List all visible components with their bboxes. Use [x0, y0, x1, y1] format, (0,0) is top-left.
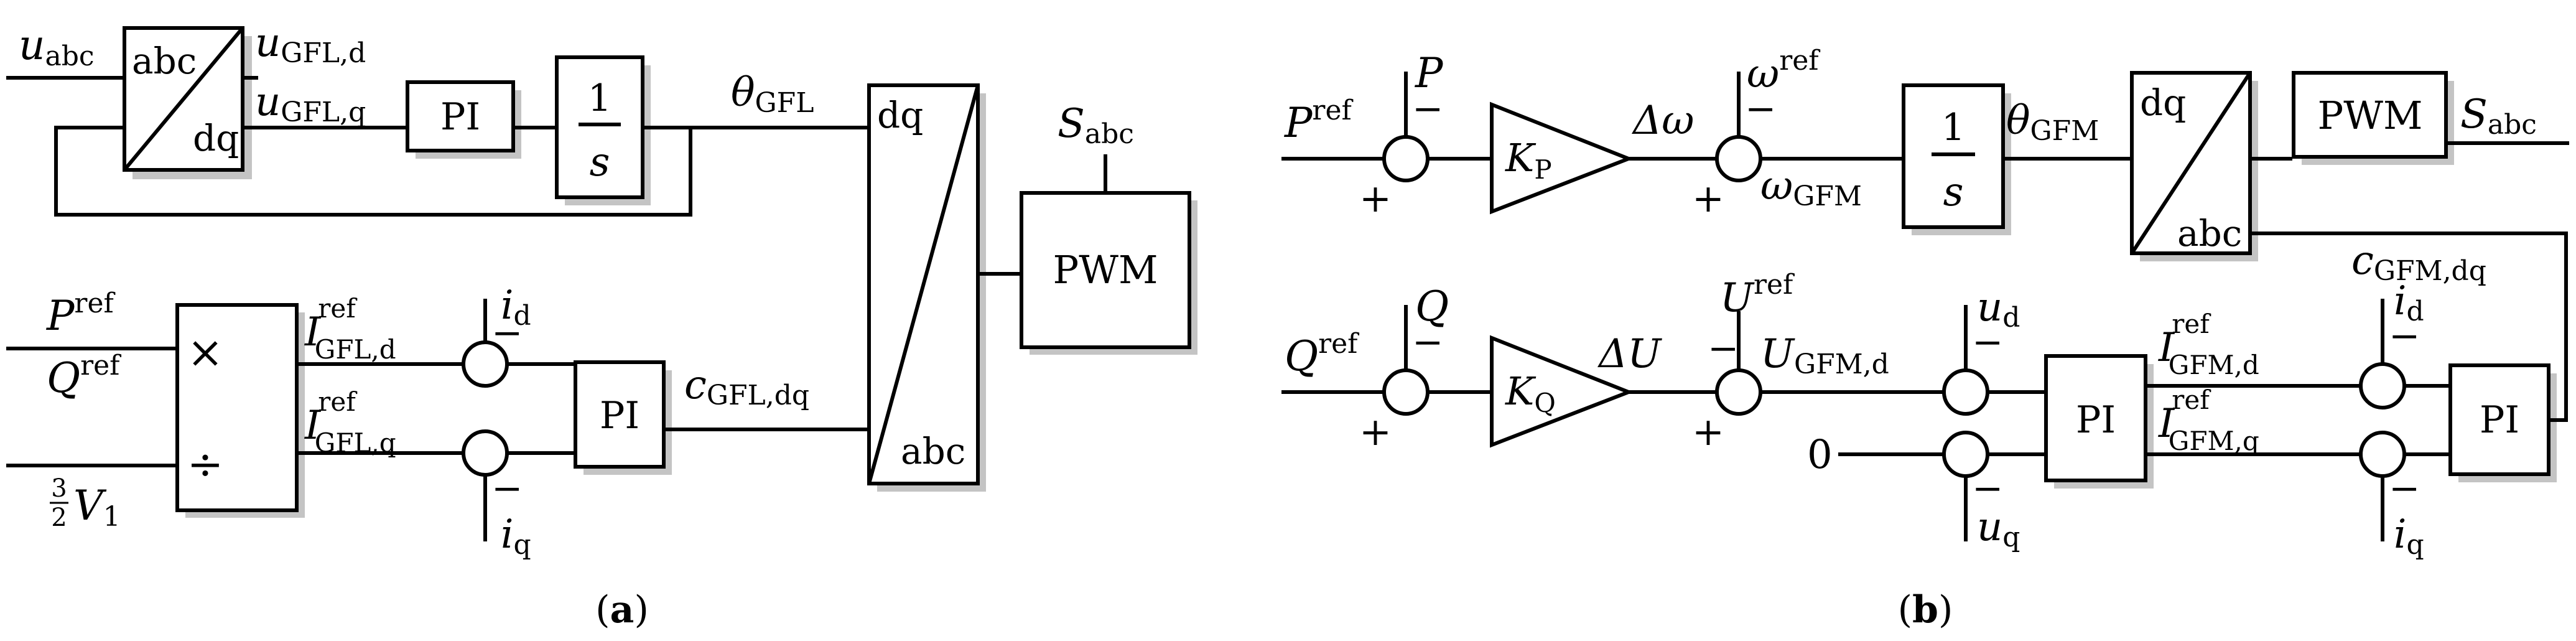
theta-gfl-label: θGFL [731, 70, 814, 119]
q-feedback-label: Q [1415, 283, 1449, 330]
input-u-abc-label: uabc [19, 21, 95, 72]
p-feedback-label: P [1415, 49, 1444, 97]
sum-junction-u [1715, 368, 1762, 416]
plus-sign-q-b: + [1359, 409, 1392, 454]
svg-text:PWM: PWM [2318, 93, 2423, 138]
svg-text:2: 2 [51, 503, 67, 532]
svg-text:dq: dq [2140, 82, 2186, 124]
pwm-block-b: PWM [2292, 71, 2448, 159]
pwm-label: PWM [1053, 247, 1158, 292]
integrator-block-b: 1 s [1902, 83, 2005, 229]
s-abc-label: Sabc [1058, 101, 1134, 150]
minus-sign-iq: − [2389, 467, 2420, 510]
multiply-divide-block: × ÷ [175, 303, 299, 512]
minus-sign-q: − [491, 467, 523, 510]
kp-gain-block [1490, 101, 1634, 215]
minus-sign-p: − [1412, 87, 1443, 131]
i-q-feedback-label: iq [501, 512, 531, 561]
minus-sign-u: − [1708, 327, 1739, 370]
dq-abc-transform-block-b: dq abc [2130, 71, 2252, 255]
inv-bottom-label: abc [901, 430, 965, 472]
pi-label: PI [440, 95, 480, 139]
delta-omega-label: Δω [1631, 98, 1694, 144]
kq-gain-block [1490, 335, 1634, 448]
panel-b: KP 1 s dq abc PWM KQ PI [1281, 45, 2570, 632]
i-d-feedback-label: id [501, 283, 531, 332]
u-q-feedback-label: uq [1977, 504, 2020, 553]
zero-input-label: 0 [1807, 432, 1833, 478]
pi-block-pll: PI [406, 80, 515, 152]
panel-a: abc dq PI 1 s × ÷ PI dq [6, 20, 1197, 632]
transform-bottom-label: dq [193, 117, 239, 159]
delta-u-label: ΔU [1597, 331, 1662, 377]
integrator-num: 1 [588, 77, 611, 120]
svg-text:V1: V1 [73, 482, 121, 533]
u-gfm-d-label: UGFM,d [1760, 331, 1889, 380]
kp-label: KP [1505, 135, 1552, 185]
svg-text:PI: PI [2076, 398, 2116, 442]
c-gfl-dq-label: cGFL,dq [684, 362, 809, 411]
u-gfl-q-label: uGFL,q [255, 79, 366, 128]
svg-text:3: 3 [51, 474, 67, 503]
s-abc-b-label: Sabc [2460, 91, 2537, 141]
panel-b-caption: (b) [1898, 588, 1953, 632]
sum-junction-id [2359, 362, 2406, 409]
sum-junction-q-b [1382, 368, 1430, 416]
pi-voltage-block: PI [2044, 354, 2147, 482]
dq-abc-transform-block: dq abc [867, 83, 980, 485]
i-d-feedback-b-label: id [2394, 278, 2424, 327]
omega-gfm-label: ωGFM [1760, 163, 1862, 212]
minus-sign-q-b: − [1412, 320, 1443, 364]
svg-text:1: 1 [1941, 106, 1965, 149]
kq-label: KQ [1505, 368, 1556, 418]
svg-text:PI: PI [2480, 398, 2519, 442]
sum-junction-p [1382, 135, 1430, 182]
pi-block-current: PI [574, 360, 666, 469]
divide-symbol: ÷ [187, 439, 224, 490]
svg-text:s: s [1943, 169, 1964, 215]
minus-sign-id: − [2389, 314, 2420, 358]
minus-sign-uq: − [1972, 467, 2003, 510]
plus-sign-p: + [1359, 175, 1392, 221]
three-halves-v1-label: 3 2 V1 [50, 474, 121, 533]
svg-text:abc: abc [2177, 212, 2242, 255]
sum-junction-ud [1942, 368, 1989, 416]
panel-a-caption: (a) [595, 588, 649, 632]
minus-sign-d: − [491, 311, 523, 355]
pwm-block: PWM [1020, 191, 1191, 349]
c-gfm-dq-label: cGFM,dq [2351, 238, 2486, 287]
abc-dq-transform-block: abc dq [123, 26, 244, 172]
pi-current-label: PI [600, 394, 639, 437]
inv-top-label: dq [877, 94, 923, 136]
plus-sign-w: + [1692, 175, 1724, 221]
multiply-symbol: × [187, 327, 224, 378]
integrator-den: s [590, 139, 610, 185]
u-d-feedback-label: ud [1977, 284, 2020, 334]
integrator-block: 1 s [555, 55, 644, 199]
theta-gfm-label: θGFM [2006, 98, 2099, 147]
minus-sign-ud: − [1972, 320, 2003, 364]
q-ref-label: Qref [47, 350, 121, 402]
u-gfl-d-label: uGFL,d [255, 20, 366, 69]
pi-current-block-b: PI [2448, 363, 2550, 476]
sum-junction-w [1715, 135, 1762, 182]
transform-top-label: abc [132, 40, 197, 82]
q-ref-b-label: Qref [1285, 328, 1359, 380]
p-ref-label: Pref [46, 288, 115, 340]
omega-ref-label: ωref [1747, 45, 1820, 97]
plus-sign-u: + [1692, 409, 1724, 454]
minus-sign-w: − [1745, 87, 1776, 131]
i-q-feedback-b-label: iq [2394, 512, 2424, 561]
u-ref-label: Uref [1720, 269, 1795, 321]
p-ref-b-label: Pref [1284, 95, 1353, 147]
